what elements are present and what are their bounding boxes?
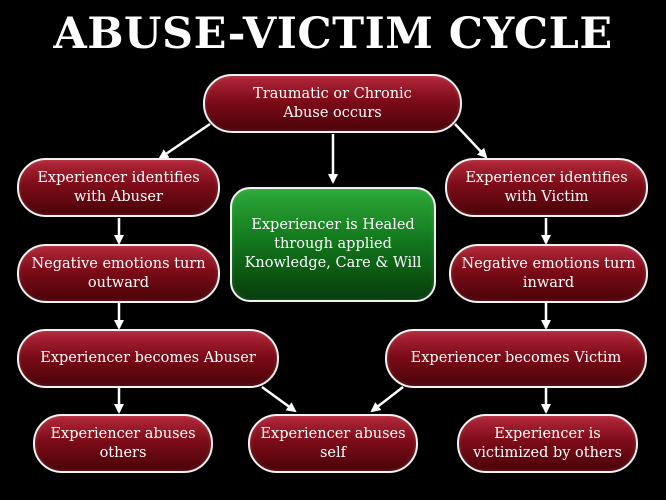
node-abuse-occurs-line-2: Abuse occurs <box>283 104 382 121</box>
node-healed-line-2: through applied <box>274 236 392 252</box>
arrow-becomes-abuser-to-abuses-self <box>261 385 297 413</box>
node-emotions-inward: Negative emotions turn inward <box>449 244 648 303</box>
node-identifies-victim-line-2: with Victim <box>504 188 589 205</box>
node-becomes-abuser: Experiencer becomes Abuser <box>17 329 279 388</box>
node-abuses-self-line-2: self <box>319 444 347 461</box>
node-victimized-line-1: Experiencer is <box>494 425 601 442</box>
node-healed: Experiencer is Healed through applied Kn… <box>230 187 436 302</box>
node-emotions-outward-line-2: outward <box>87 274 150 291</box>
node-becomes-abuser-line-1: Experiencer becomes Abuser <box>40 350 256 366</box>
node-victimized: Experiencer is victimized by others <box>457 414 638 473</box>
node-identifies-victim: Experiencer identifies with Victim <box>445 158 648 217</box>
arrow-abuse-to-abuser <box>158 122 211 160</box>
diagram-title: ABUSE-VICTIM CYCLE <box>53 9 613 59</box>
node-abuse-occurs-line-1: Traumatic or Chronic <box>253 85 412 102</box>
node-becomes-victim: Experiencer becomes Victim <box>385 329 647 388</box>
node-healed-line-3: Knowledge, Care & Will <box>244 255 422 271</box>
node-abuses-others-line-2: others <box>99 444 147 461</box>
node-healed-line-1: Experiencer is Healed <box>251 217 415 233</box>
arrow-becomes-victim-to-abuses-self <box>370 386 404 413</box>
node-emotions-outward: Negative emotions turn outward <box>17 244 220 303</box>
node-victimized-line-2: victimized by others <box>473 444 622 461</box>
node-identifies-abuser-line-1: Experiencer identifies <box>37 169 200 186</box>
node-abuse-occurs: Traumatic or Chronic Abuse occurs <box>203 74 462 133</box>
arrow-abuse-to-victim <box>454 123 488 159</box>
node-emotions-outward-line-1: Negative emotions turn <box>31 255 206 272</box>
node-identifies-abuser: Experiencer identifies with Abuser <box>17 158 220 217</box>
node-emotions-inward-line-1: Negative emotions turn <box>461 255 636 272</box>
node-abuses-others-line-1: Experiencer abuses <box>50 425 196 442</box>
node-abuses-others: Experiencer abuses others <box>33 414 213 473</box>
node-emotions-inward-line-2: inward <box>522 274 575 291</box>
node-identifies-abuser-line-2: with Abuser <box>74 188 163 205</box>
node-abuses-self-line-1: Experiencer abuses <box>260 425 406 442</box>
node-identifies-victim-line-1: Experiencer identifies <box>465 169 628 186</box>
node-becomes-victim-line-1: Experiencer becomes Victim <box>410 350 622 366</box>
node-abuses-self: Experiencer abuses self <box>248 414 418 473</box>
